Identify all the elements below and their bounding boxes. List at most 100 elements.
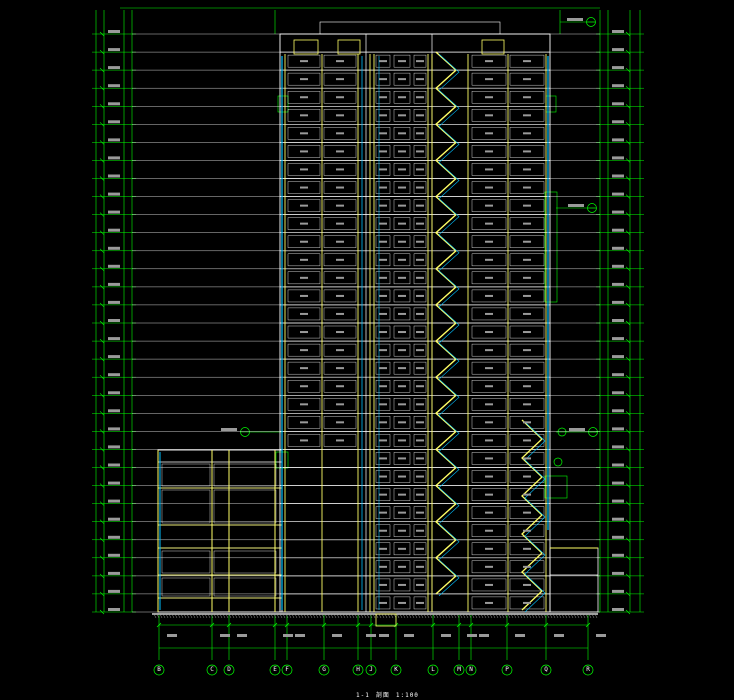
stair-zigzag	[434, 51, 458, 595]
room-outline	[509, 289, 545, 303]
level-tag	[108, 174, 120, 178]
room-tag	[416, 150, 424, 153]
dimension-tag	[596, 634, 606, 637]
room-outline	[213, 489, 277, 524]
ground-hatch	[219, 613, 223, 619]
level-tag	[612, 228, 624, 232]
room-outline	[471, 181, 507, 194]
room-tag	[416, 529, 424, 532]
room-tag	[300, 439, 308, 442]
room-tag	[416, 96, 424, 99]
dimension-tick	[456, 622, 462, 628]
level-tick	[99, 356, 105, 362]
room-outline	[509, 217, 545, 230]
room-tag	[523, 78, 531, 81]
room-tag	[398, 150, 406, 153]
room-outline	[287, 289, 321, 303]
ground-hatch	[486, 613, 490, 619]
room-tag	[300, 421, 308, 424]
room-tag	[485, 493, 493, 496]
ground-hatch	[156, 613, 160, 619]
room-outline	[323, 398, 357, 411]
room-outline	[393, 217, 411, 230]
room-tag	[416, 511, 424, 514]
ground-hatch	[387, 613, 391, 619]
room-tag	[398, 565, 406, 568]
roof-parapet	[481, 39, 505, 55]
room-tag	[300, 385, 308, 388]
room-tag	[416, 601, 424, 604]
level-tag	[108, 102, 120, 106]
ground-hatch	[558, 613, 562, 619]
room-outline	[471, 109, 507, 122]
room-outline	[413, 145, 427, 158]
room-tag	[336, 60, 344, 63]
dimension-tag	[295, 634, 305, 637]
room-tag	[300, 240, 308, 243]
room-tag	[398, 385, 406, 388]
room-outline	[323, 181, 357, 194]
ground-hatch	[411, 613, 415, 619]
room-outline	[287, 398, 321, 411]
level-tag	[612, 409, 624, 413]
room-tag	[523, 421, 531, 424]
ground-hatch	[474, 613, 478, 619]
room-tag	[523, 222, 531, 225]
room-outline	[287, 109, 321, 122]
room-tag	[485, 60, 493, 63]
room-tag	[336, 421, 344, 424]
ground-hatch	[414, 613, 418, 619]
ground-hatch	[405, 613, 409, 619]
room-tag	[485, 403, 493, 406]
room-tag	[416, 78, 424, 81]
level-tag	[108, 337, 120, 341]
ground-hatch	[195, 613, 199, 619]
room-tag	[398, 132, 406, 135]
ground-hatch	[447, 613, 451, 619]
level-tag	[612, 427, 624, 431]
room-tag	[398, 240, 406, 243]
roof-canopy	[319, 21, 501, 35]
room-outline	[287, 253, 321, 267]
ground-hatch	[471, 613, 475, 619]
dimension-tag	[167, 634, 177, 637]
room-outline	[413, 488, 427, 501]
level-tag	[612, 463, 624, 467]
room-outline	[375, 361, 391, 375]
room-tag	[336, 403, 344, 406]
level-tick	[625, 302, 631, 308]
room-tag	[336, 312, 344, 315]
room-tag	[379, 475, 387, 478]
level-tag	[612, 102, 624, 106]
ground-hatch	[420, 613, 424, 619]
room-outline	[413, 72, 427, 86]
room-outline	[375, 72, 391, 86]
room-outline	[213, 550, 277, 574]
room-tag	[523, 258, 531, 261]
room-outline	[471, 253, 507, 267]
level-tag	[612, 589, 624, 593]
dimension-tick	[368, 622, 374, 628]
ground-hatch	[378, 613, 382, 619]
room-outline	[393, 361, 411, 375]
room-outline	[323, 380, 357, 393]
room-outline	[213, 463, 277, 487]
room-tag	[336, 78, 344, 81]
level-tick	[625, 519, 631, 524]
room-tag	[485, 349, 493, 352]
room-outline	[471, 524, 507, 537]
ground-hatch	[321, 613, 325, 619]
room-outline	[375, 325, 391, 339]
dimension-tick	[156, 622, 162, 628]
room-tag	[398, 511, 406, 514]
room-tag	[398, 547, 406, 550]
room-outline	[413, 271, 427, 285]
level-tick	[99, 393, 105, 398]
ground-hatch	[189, 613, 193, 619]
grid-axis-label: C	[210, 666, 214, 673]
room-outline	[375, 470, 391, 483]
room-tag	[416, 439, 424, 442]
level-tick	[99, 158, 105, 163]
level-tick	[625, 591, 631, 597]
grid-bubble	[206, 664, 218, 676]
